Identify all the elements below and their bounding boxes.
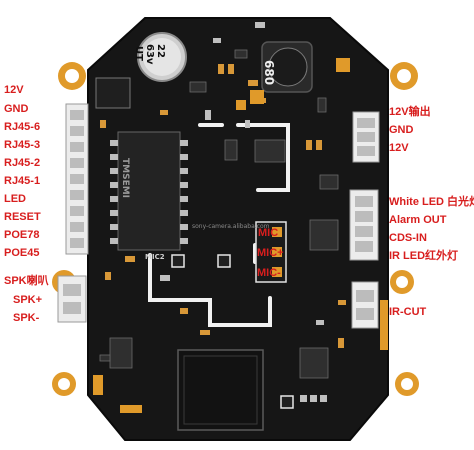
right-connector-mid <box>349 189 379 261</box>
left-label-spk: SPK喇叭 <box>4 275 49 287</box>
watermark: sony-camera.alibaba.com <box>192 223 270 230</box>
left-label-rj45-6: RJ45-6 <box>4 121 41 133</box>
smd-components <box>99 49 339 379</box>
orange-pads-right <box>236 58 350 110</box>
capacitor-text-2: 63v <box>144 44 155 65</box>
mic-pads <box>255 221 287 283</box>
right-label-ir-led: IR LED红外灯 <box>389 250 459 262</box>
left-label-rj45-3: RJ45-3 <box>4 139 41 151</box>
left-label-rj45-2: RJ45-2 <box>4 157 41 169</box>
speaker-connector <box>57 275 87 323</box>
left-label-spk-minus: SPK- <box>13 312 40 324</box>
ethernet-transformer <box>110 131 188 251</box>
left-label-led: LED <box>4 193 26 205</box>
right-label-ir-cut: IR-CUT <box>389 306 427 318</box>
corner-accents <box>93 300 388 413</box>
electrolytic-capacitor <box>137 32 187 82</box>
left-label-spk-plus: SPK+ <box>13 294 43 306</box>
right-label-alarm-out: Alarm OUT <box>389 214 447 226</box>
mic-reference: MIC2 <box>145 253 165 261</box>
right-label-gnd: GND <box>389 124 414 136</box>
right-label-cds-in: CDS-IN <box>389 232 427 244</box>
left-label-reset: RESET <box>4 211 41 223</box>
inductor-marking: 680 <box>262 60 276 86</box>
left-label-gnd: GND <box>4 103 29 115</box>
mic-label: MIC <box>258 227 279 239</box>
regulator-ic <box>95 77 131 109</box>
power-inductor <box>261 41 313 93</box>
right-connector-bottom <box>351 281 379 329</box>
mic-minus-label: MIC- <box>257 267 281 279</box>
left-label-rj45-1: RJ45-1 <box>4 175 41 187</box>
right-label-12v-out: 12V输出 <box>389 106 431 118</box>
left-label-poe45: POE45 <box>4 247 40 259</box>
main-soc <box>177 349 264 431</box>
silkscreen-outline <box>148 123 290 327</box>
left-label-poe78: POE78 <box>4 229 40 241</box>
left-connector <box>65 103 89 255</box>
right-label-12v: 12V <box>389 142 409 154</box>
transformer-marking: TMSEMI <box>120 158 130 199</box>
right-connector-top <box>352 111 380 163</box>
mic-plus-label: MIC+ <box>257 247 284 259</box>
test-pads <box>171 254 294 409</box>
left-label-12v: 12V <box>4 84 24 96</box>
capacitor-text-1: 22 <box>155 44 166 58</box>
right-label-white-led: White LED 白光灯 <box>389 196 474 208</box>
capacitor-text-3: UT <box>133 46 144 61</box>
grey-smd-parts <box>160 22 327 402</box>
